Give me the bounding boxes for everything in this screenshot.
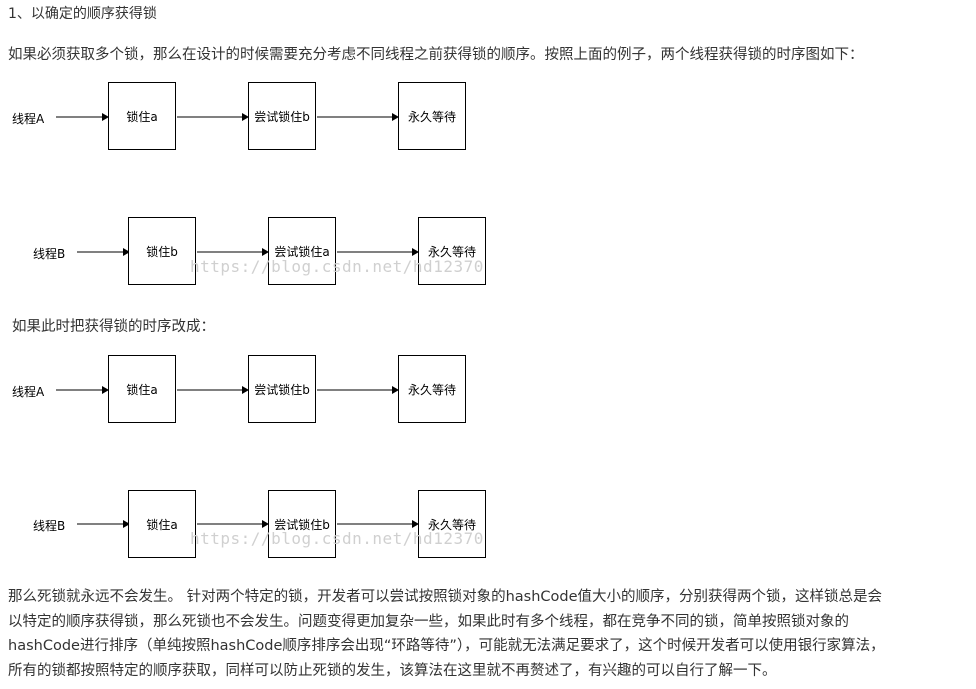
thread-a-label: 线程A — [12, 385, 45, 399]
lock-box: 锁住a — [108, 82, 176, 150]
arrow-icon — [197, 520, 269, 528]
wait-box: 永久等待 — [418, 217, 486, 285]
thread-b-label: 线程B — [33, 519, 66, 533]
conclusion-line: hashCode进行排序（单纯按照hashCode顺序排序会出现“环路等待”），… — [8, 638, 885, 654]
thread-a-label: 线程A — [12, 112, 45, 126]
lock-box: 尝试锁住a — [268, 217, 336, 285]
lock-box: 锁住b — [128, 217, 196, 285]
intro-paragraph: 如果必须获取多个锁，那么在设计的时候需要充分考虑不同线程之前获得锁的顺序。按照上… — [8, 47, 864, 63]
arrow-icon — [317, 113, 399, 121]
wait-box: 永久等待 — [398, 82, 466, 150]
conclusion-line: 那么死锁就永远不会发生。 针对两个特定的锁，开发者可以尝试按照锁对象的hashC… — [8, 589, 883, 605]
arrow-icon — [197, 248, 269, 256]
wait-box: 永久等待 — [418, 490, 486, 558]
arrow-icon — [77, 520, 130, 528]
conclusion-paragraph: 那么死锁就永远不会发生。 针对两个特定的锁，开发者可以尝试按照锁对象的hashC… — [8, 585, 973, 683]
arrow-icon — [77, 248, 130, 256]
thread-b-label: 线程B — [33, 247, 66, 261]
section-heading: 1、以确定的顺序获得锁 — [8, 6, 157, 22]
lock-box: 尝试锁住b — [268, 490, 336, 558]
conclusion-line: 以特定的顺序获得锁，那么死锁也不会发生。问题变得更加复杂一些，如果此时有多个线程… — [8, 613, 849, 630]
arrow-icon — [317, 386, 399, 394]
arrow-icon — [177, 386, 249, 394]
lock-box: 尝试锁住b — [248, 82, 316, 150]
lock-box: 锁住a — [108, 355, 176, 423]
watermark: https://blog.csdn.net/hd12370 — [190, 257, 484, 276]
arrow-icon — [56, 386, 109, 394]
lock-box: 尝试锁住b — [248, 355, 316, 423]
change-paragraph: 如果此时把获得锁的时序改成： — [12, 319, 215, 335]
wait-box: 永久等待 — [398, 355, 466, 423]
arrow-icon — [337, 248, 419, 256]
lock-box: 锁住a — [128, 490, 196, 558]
arrow-icon — [177, 113, 249, 121]
watermark: https://blog.csdn.net/hd12370 — [190, 529, 484, 548]
arrow-icon — [337, 520, 419, 528]
arrow-icon — [56, 113, 109, 121]
conclusion-line: 所有的锁都按照特定的顺序获取，同样可以防止死锁的发生，该算法在这里就不再赘述了，… — [8, 662, 777, 679]
